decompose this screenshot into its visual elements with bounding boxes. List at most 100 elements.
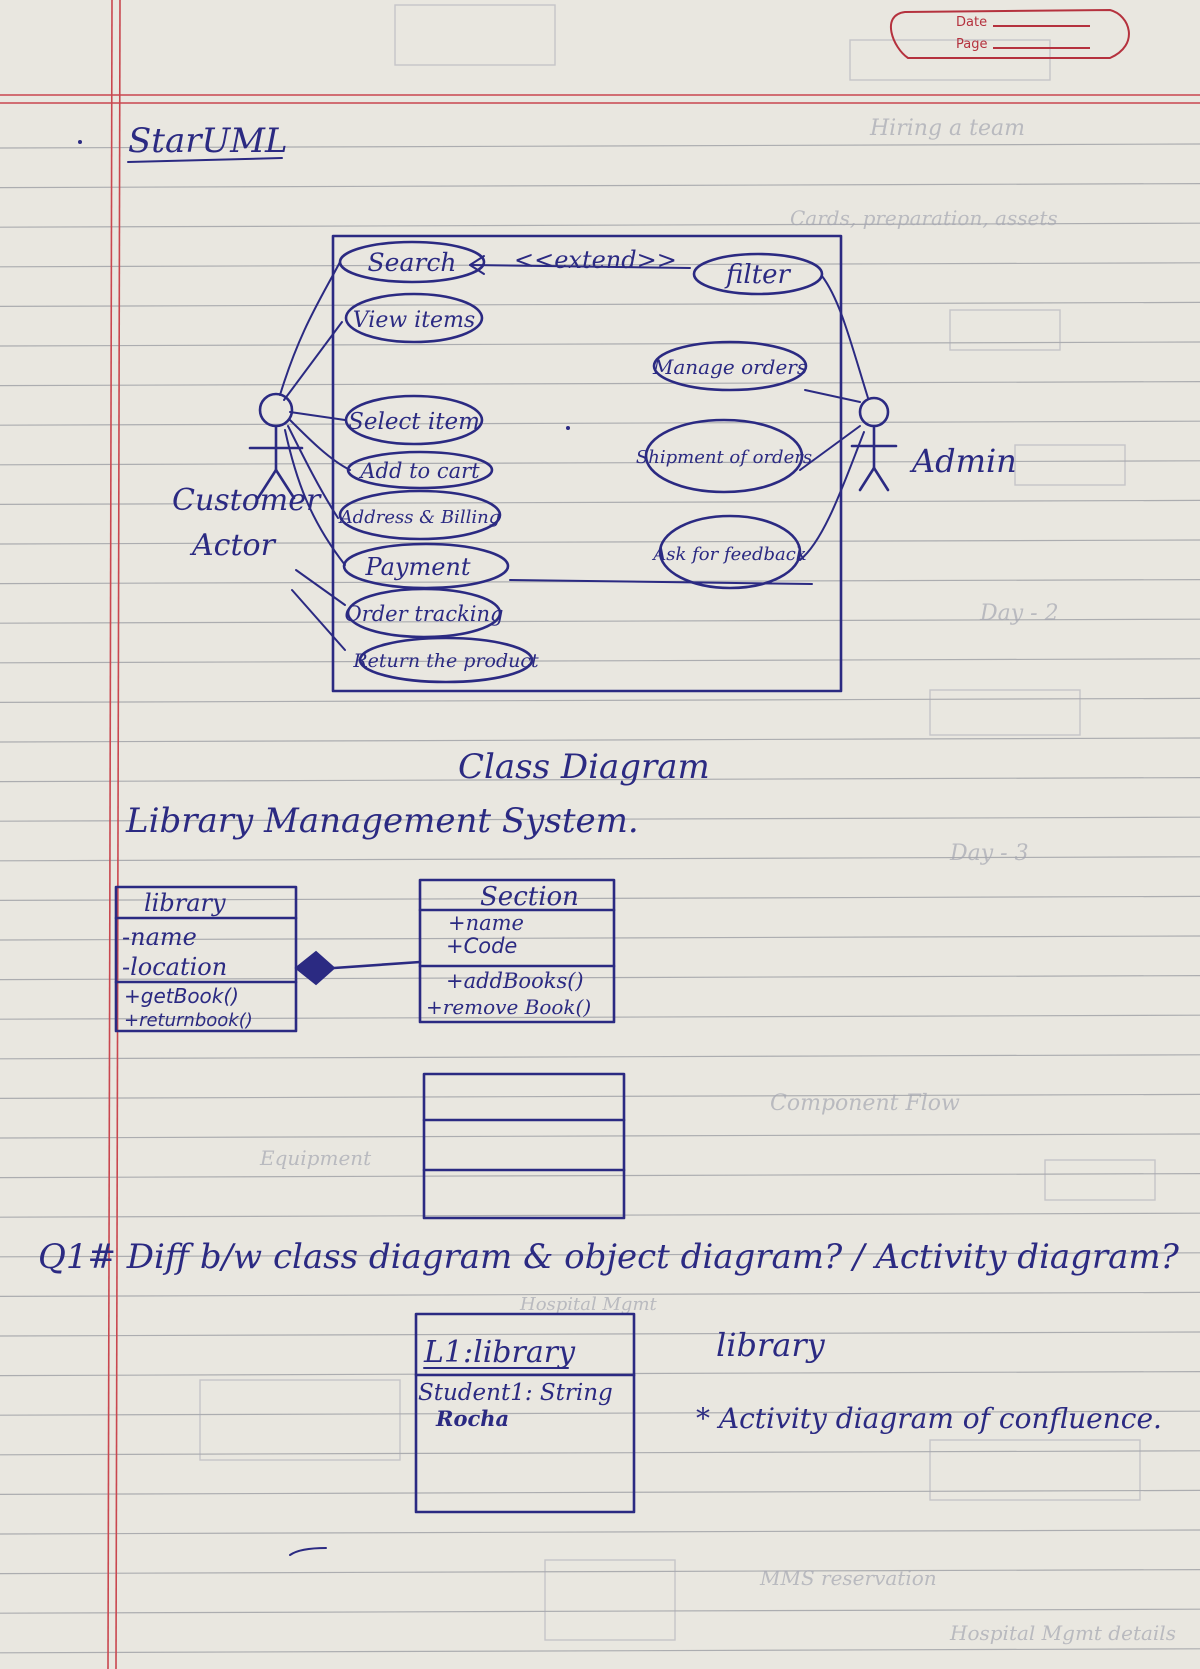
customer-associations bbox=[279, 261, 351, 651]
svg-text:Select item: Select item bbox=[348, 409, 480, 435]
svg-text:Shipment of orders: Shipment of orders bbox=[636, 447, 812, 468]
rule-line bbox=[0, 1648, 1200, 1654]
class-diagram-heading: Class Diagram bbox=[458, 747, 710, 787]
use-case-diagram: Customer Actor Admin bbox=[172, 234, 1017, 693]
rule-line bbox=[0, 143, 1200, 149]
svg-text:Payment: Payment bbox=[365, 553, 471, 581]
rule-line bbox=[0, 1529, 1200, 1535]
svg-text:Return the product: Return the product bbox=[352, 650, 539, 672]
rule-line bbox=[0, 618, 1200, 624]
svg-text:Add to cart: Add to cart bbox=[358, 459, 480, 483]
customer-actor-icon bbox=[248, 392, 304, 500]
admin-associations bbox=[509, 275, 869, 585]
extend-label: <<extend>> bbox=[514, 246, 677, 274]
rule-line bbox=[0, 1093, 1200, 1100]
object-value: Rocha bbox=[435, 1406, 509, 1431]
use-case-add-to-cart: Add to cart bbox=[346, 450, 494, 490]
svg-text:filter: filter bbox=[724, 260, 791, 290]
date-page-stamp: Date Page bbox=[890, 8, 1130, 59]
rule-line bbox=[0, 183, 1200, 189]
rule-line bbox=[0, 262, 1200, 268]
svg-text:Manage orders: Manage orders bbox=[652, 355, 807, 379]
page-title: StarUML bbox=[128, 121, 288, 161]
section-attr-code: +Code bbox=[446, 934, 517, 958]
svg-text:Hospital Mgmt details: Hospital Mgmt details bbox=[949, 1621, 1176, 1645]
svg-text:Address & Billing: Address & Billing bbox=[338, 507, 501, 528]
svg-text:Hospital Mgmt: Hospital Mgmt bbox=[519, 1294, 658, 1315]
activity-note: * Activity diagram of confluence. bbox=[696, 1402, 1162, 1435]
rule-line bbox=[0, 341, 1200, 347]
rule-line bbox=[0, 1370, 1200, 1377]
customer-actor-label-1: Customer bbox=[172, 483, 322, 518]
rule-line bbox=[0, 539, 1200, 545]
library-attr-location: -location bbox=[122, 953, 227, 981]
bleed-through: Hiring a team Cards, preparation, assets… bbox=[199, 4, 1176, 1645]
rule-line bbox=[0, 420, 1200, 426]
use-case-address-billing: Address & Billing bbox=[338, 489, 502, 541]
class-diagram-subheading: Library Management System. bbox=[125, 801, 639, 841]
section-attr-name: +name bbox=[448, 911, 524, 935]
object-attribute: Student1: String bbox=[418, 1380, 613, 1406]
customer-actor-label-2: Actor bbox=[189, 528, 277, 563]
svg-text:Search: Search bbox=[368, 248, 457, 277]
use-case-order-tracking: Order tracking bbox=[344, 587, 504, 639]
rule-line bbox=[0, 1291, 1200, 1298]
rule-line bbox=[0, 1568, 1200, 1575]
library-method-returnbook: +returnbook() bbox=[124, 1010, 253, 1031]
date-label: Date bbox=[956, 15, 987, 30]
rule-line bbox=[0, 1489, 1200, 1496]
object-diagram-box: L1:library Student1: String Rocha bbox=[414, 1312, 636, 1514]
rule-line bbox=[0, 1172, 1200, 1179]
rule-line bbox=[0, 697, 1200, 704]
use-case-payment: Payment bbox=[342, 542, 510, 590]
svg-text:Equipment: Equipment bbox=[259, 1146, 372, 1170]
svg-text:Day - 3: Day - 3 bbox=[949, 841, 1029, 866]
section-method-addbooks: +addBooks() bbox=[446, 969, 584, 993]
rule-line bbox=[0, 856, 1200, 862]
rule-line bbox=[0, 935, 1200, 941]
rule-line bbox=[0, 1252, 1200, 1258]
library-class-box: library -name -location +getBook() +retu… bbox=[114, 885, 298, 1033]
rule-line bbox=[0, 658, 1200, 664]
notebook-rules bbox=[0, 143, 1200, 1654]
svg-text:Hiring a team: Hiring a team bbox=[869, 116, 1025, 141]
svg-text:Ask for feedback: Ask for feedback bbox=[651, 544, 806, 565]
use-case-shipment-orders: Shipment of orders bbox=[636, 418, 812, 494]
rule-line bbox=[0, 816, 1200, 822]
rule-line bbox=[0, 1054, 1200, 1060]
svg-text:View items: View items bbox=[353, 308, 475, 333]
svg-text:Component Flow: Component Flow bbox=[770, 1091, 960, 1116]
section-class-name: Section bbox=[480, 882, 579, 912]
svg-text:Day - 2: Day - 2 bbox=[979, 601, 1059, 626]
rule-line bbox=[0, 1014, 1200, 1020]
svg-text:Order tracking: Order tracking bbox=[344, 602, 503, 626]
system-boundary bbox=[331, 234, 843, 693]
question-text: Q1# Diff b/w class diagram & object diag… bbox=[38, 1237, 1180, 1277]
rule-line bbox=[0, 737, 1200, 743]
use-case-manage-orders: Manage orders bbox=[652, 340, 808, 392]
rule-line bbox=[0, 974, 1200, 981]
rule-line bbox=[0, 895, 1200, 902]
library-class-name: library bbox=[144, 889, 226, 917]
page-label: Page bbox=[956, 37, 987, 52]
object-title: L1:library bbox=[423, 1335, 576, 1370]
library-attr-name: -name bbox=[122, 923, 197, 951]
use-case-ask-feedback: Ask for feedback bbox=[651, 514, 807, 590]
rule-line bbox=[0, 1608, 1200, 1614]
rule-line bbox=[0, 381, 1200, 387]
use-case-select-item: Select item bbox=[344, 394, 484, 446]
library-method-getbook: +getBook() bbox=[124, 984, 239, 1008]
svg-text:MMS reservation: MMS reservation bbox=[759, 1566, 937, 1590]
rule-line bbox=[0, 1133, 1200, 1139]
rule-line bbox=[0, 1331, 1200, 1337]
rule-line bbox=[0, 499, 1200, 505]
composition-diamond-icon bbox=[294, 950, 422, 986]
rule-line bbox=[0, 776, 1200, 783]
section-class-box: Section +name +Code +addBooks() +remove … bbox=[418, 878, 616, 1024]
use-case-view-items: View items bbox=[344, 292, 484, 344]
object-side-label: library bbox=[716, 1326, 826, 1364]
rule-line bbox=[0, 1450, 1200, 1456]
rule-line bbox=[0, 222, 1200, 228]
